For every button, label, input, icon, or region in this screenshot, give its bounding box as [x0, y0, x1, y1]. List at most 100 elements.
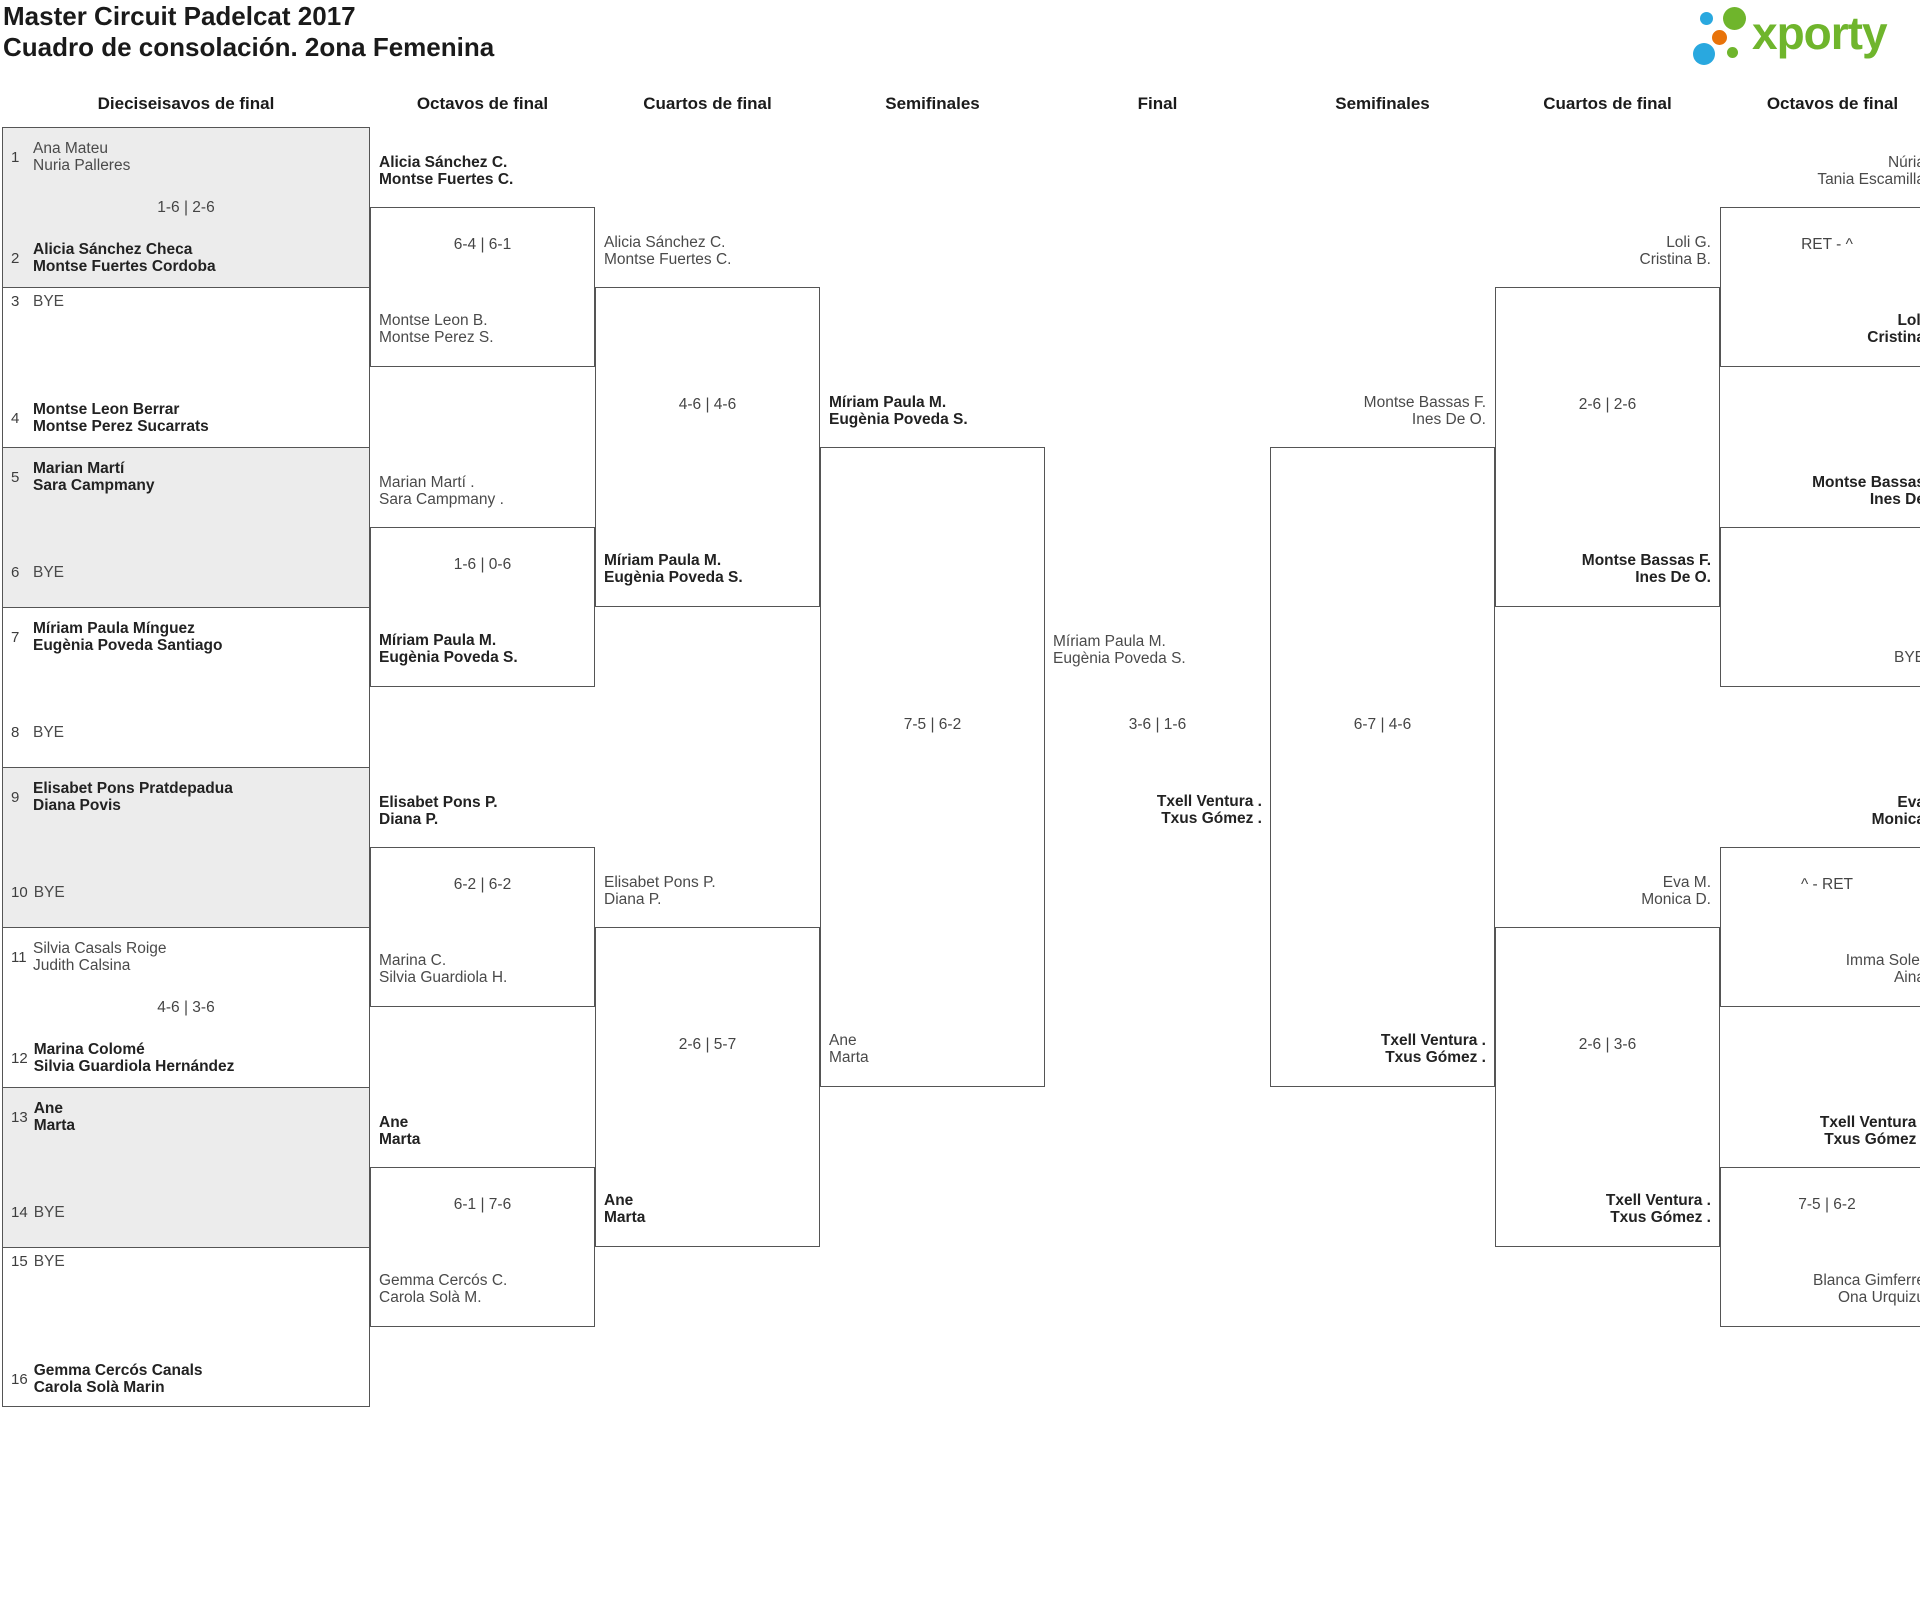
- team-label[interactable]: Imma SolerAina: [1845, 952, 1920, 986]
- logo-dot-icon: [1693, 43, 1715, 65]
- logo-dot-icon: [1723, 7, 1746, 30]
- team-slot-10: 10 BYE: [11, 884, 65, 901]
- team-label[interactable]: Montse Leon B.Montse Perez S.: [379, 312, 494, 346]
- seed-number: 12: [11, 1049, 28, 1067]
- team-label: BYE: [1893, 649, 1920, 666]
- match-score: 7-5 | 6-2: [903, 716, 962, 733]
- match-qf-right-2: Eva M.Monica D. 2-6 | 3-6 Txell Ventura …: [1495, 874, 1720, 1247]
- match-score: 6-2 | 6-2: [453, 876, 512, 893]
- team-label[interactable]: Marina C.Silvia Guardiola H.: [379, 952, 508, 986]
- team-label[interactable]: Montse Bassas F.Ines De O.: [1581, 552, 1711, 586]
- round-header-r16-right: Octavos de final: [1766, 94, 1899, 113]
- seed-number: 9: [11, 788, 20, 806]
- round-header-sf-right: Semifinales: [1335, 94, 1430, 113]
- match-score: 6-7 | 4-6: [1353, 716, 1412, 733]
- team-label[interactable]: Txell Ventura .Txus Gómez .: [1819, 1114, 1920, 1148]
- seed-number: 6: [11, 564, 20, 581]
- team-slot-15: 15 BYE: [11, 1253, 65, 1270]
- seed-number: 10: [11, 884, 28, 901]
- match-score: 4-6 | 3-6: [157, 999, 215, 1016]
- match-score: 6-1 | 7-6: [453, 1196, 512, 1213]
- match-qf-right-1: Loli G.Cristina B. 2-6 | 2-6 Montse Bass…: [1495, 234, 1720, 607]
- team-label[interactable]: Gemma Cercós C.Carola Solà M.: [379, 1272, 508, 1306]
- team-label[interactable]: NúriaTania Escamilla: [1817, 154, 1920, 188]
- match-score: 6-4 | 6-1: [453, 236, 512, 253]
- logo-wordmark: xporty: [1752, 7, 1888, 59]
- team-label[interactable]: Elisabet Pons P.Diana P.: [604, 874, 716, 908]
- team-label[interactable]: Marian Martí .Sara Campmany .: [379, 474, 504, 508]
- seed-number: 7: [11, 628, 20, 646]
- match-score: 7-5 | 6-2: [1798, 1196, 1856, 1213]
- team-slot-8: 8 BYE: [11, 724, 65, 741]
- team-label[interactable]: Montse Bassas F.Ines De O.: [1363, 394, 1486, 428]
- match-sf-right: Montse Bassas F.Ines De O. 6-7 | 4-6 Txe…: [1270, 394, 1495, 1087]
- team-label[interactable]: Alicia Sánchez C.Montse Fuertes C.: [379, 154, 514, 188]
- match-score: 4-6 | 4-6: [678, 396, 737, 413]
- match-score: 3-6 | 1-6: [1128, 716, 1187, 733]
- round-header-qf-left: Cuartos de final: [643, 94, 772, 113]
- seed-number: 1: [11, 148, 20, 166]
- match-score: 1-6 | 2-6: [157, 199, 215, 216]
- round-header-final: Final: [1137, 94, 1178, 113]
- team-label[interactable]: Míriam Paula M.Eugènia Poveda S.: [604, 552, 743, 586]
- match-r16-right-1: NúriaTania Escamilla RET - ^ LoliCristin…: [1720, 154, 1920, 367]
- team-label[interactable]: Elisabet Pons P.Diana P.: [379, 794, 498, 828]
- team-label[interactable]: Alicia Sánchez C.Montse Fuertes C.: [604, 234, 732, 268]
- team-label[interactable]: Txell Ventura .Txus Gómez .: [1380, 1032, 1486, 1066]
- team-label[interactable]: Txell Ventura .Txus Gómez .: [1156, 793, 1262, 827]
- match-r16-left-1: Alicia Sánchez C.Montse Fuertes C. 6-4 |…: [370, 154, 595, 367]
- round-header-r16-left: Octavos de final: [416, 94, 549, 113]
- round-header-r32: Dieciseisavos de final: [97, 94, 275, 113]
- logo-dot-icon: [1712, 30, 1727, 45]
- match-r16-right-3: EvaMonica ^ - RET Imma SolerAina: [1720, 794, 1920, 1007]
- seed-number: 4: [11, 409, 20, 427]
- team-label[interactable]: EvaMonica: [1871, 794, 1920, 828]
- team-label[interactable]: Loli G.Cristina B.: [1639, 234, 1712, 268]
- team-slot-3: 3 BYE: [11, 293, 65, 310]
- round-header-sf-left: Semifinales: [885, 94, 980, 113]
- round-header-qf-right: Cuartos de final: [1543, 94, 1672, 113]
- match-final: Míriam Paula M.Eugènia Poveda S. 3-6 | 1…: [1045, 633, 1270, 847]
- page-title: Master Circuit Padelcat 2017: [3, 1, 356, 31]
- team-label[interactable]: Míriam Paula M.Eugènia Poveda S.: [379, 632, 518, 666]
- seed-number: 16: [11, 1370, 28, 1388]
- team-label[interactable]: LoliCristina: [1867, 312, 1920, 346]
- match-score: 2-6 | 5-7: [678, 1036, 737, 1053]
- team-label[interactable]: Míriam Paula M.Eugènia Poveda S.: [1053, 633, 1186, 667]
- team-label[interactable]: Míriam Paula M.Eugènia Poveda S.: [829, 394, 968, 428]
- match-r16-right-4: Txell Ventura .Txus Gómez . 7-5 | 6-2 Bl…: [1720, 1114, 1920, 1327]
- team-label[interactable]: Txell Ventura .Txus Gómez .: [1605, 1192, 1711, 1226]
- match-qf-left-1: Alicia Sánchez C.Montse Fuertes C. 4-6 |…: [595, 234, 820, 607]
- match-sf-left: Míriam Paula M.Eugènia Poveda S. 7-5 | 6…: [820, 394, 1045, 1087]
- seed-number: 15: [11, 1253, 28, 1270]
- match-score: RET - ^: [1801, 236, 1853, 253]
- seed-number: 14: [11, 1204, 28, 1221]
- team-label[interactable]: Eva M.Monica D.: [1641, 874, 1711, 908]
- match-r16-left-3: Elisabet Pons P.Diana P. 6-2 | 6-2 Marin…: [370, 794, 595, 1007]
- team-slot-6: 6 BYE: [11, 564, 65, 581]
